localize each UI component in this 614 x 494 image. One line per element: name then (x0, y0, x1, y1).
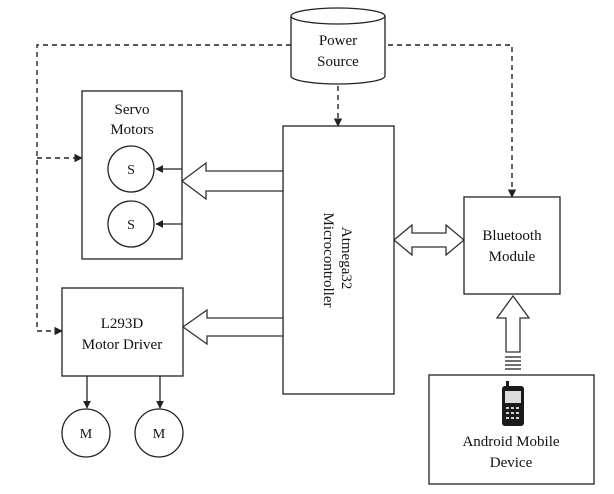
servo-motor-2 (107, 200, 155, 248)
power-source-label-line1: Power (319, 33, 357, 49)
power-lines (36, 44, 517, 336)
arrow-mcu-bluetooth-bidirectional (392, 223, 466, 257)
arrow-mcu-to-driver (181, 308, 284, 346)
arrow-device-to-bluetooth (495, 294, 531, 353)
dc-motor-2-circle (134, 408, 184, 458)
microcontroller-label-line1: Atmega32 (338, 227, 354, 289)
motor-driver-block: L293D Motor Driver (61, 287, 184, 409)
android-device-label-line2: Device (490, 455, 533, 471)
power-line-to-driver (36, 160, 63, 336)
mobile-phone-icon (502, 381, 524, 426)
android-device-block: Android Mobile Device (428, 374, 595, 485)
microcontroller-box (282, 125, 395, 395)
dc-motor-1-circle (61, 408, 111, 458)
bluetooth-module-label-line2: Module (489, 249, 536, 265)
bluetooth-module-block: Bluetooth Module (463, 196, 561, 295)
motor-driver-label-line2: Motor Driver (82, 337, 162, 353)
power-line-top-right (388, 44, 517, 198)
power-source-cylinder (290, 16, 386, 85)
servo-motor-1 (107, 145, 155, 193)
dc-motor-1: M (61, 408, 111, 458)
motor-driver-label-line1: L293D (101, 316, 144, 332)
servo-motor-2-label: S (127, 218, 135, 233)
power-line-top-left (36, 44, 291, 160)
arrow-mcu-to-servo (180, 161, 284, 201)
wireless-link-stripes (505, 356, 521, 370)
microcontroller-label: Atmega32 Microcontroller (320, 213, 354, 308)
servo-motors-block: Servo Motors S S (81, 90, 183, 260)
servo-motors-label-line2: Motors (110, 122, 154, 138)
bluetooth-module-box (463, 196, 561, 295)
power-source: Power Source (290, 7, 386, 85)
microcontroller-block: Atmega32 Microcontroller (282, 125, 395, 395)
dc-motor-2-label: M (153, 427, 166, 442)
microcontroller-label-line2: Microcontroller (320, 213, 336, 308)
android-device-box (428, 374, 595, 485)
dc-motor-2: M (134, 408, 184, 458)
android-device-label-line1: Android Mobile (462, 434, 559, 450)
servo-motors-label-line1: Servo (115, 102, 150, 118)
bluetooth-module-label-line1: Bluetooth (482, 228, 542, 244)
motor-driver-box (61, 287, 184, 377)
power-source-top (290, 7, 386, 25)
power-source-label-line2: Source (317, 54, 359, 70)
dc-motor-1-label: M (80, 427, 93, 442)
servo-motor-1-label: S (127, 163, 135, 178)
